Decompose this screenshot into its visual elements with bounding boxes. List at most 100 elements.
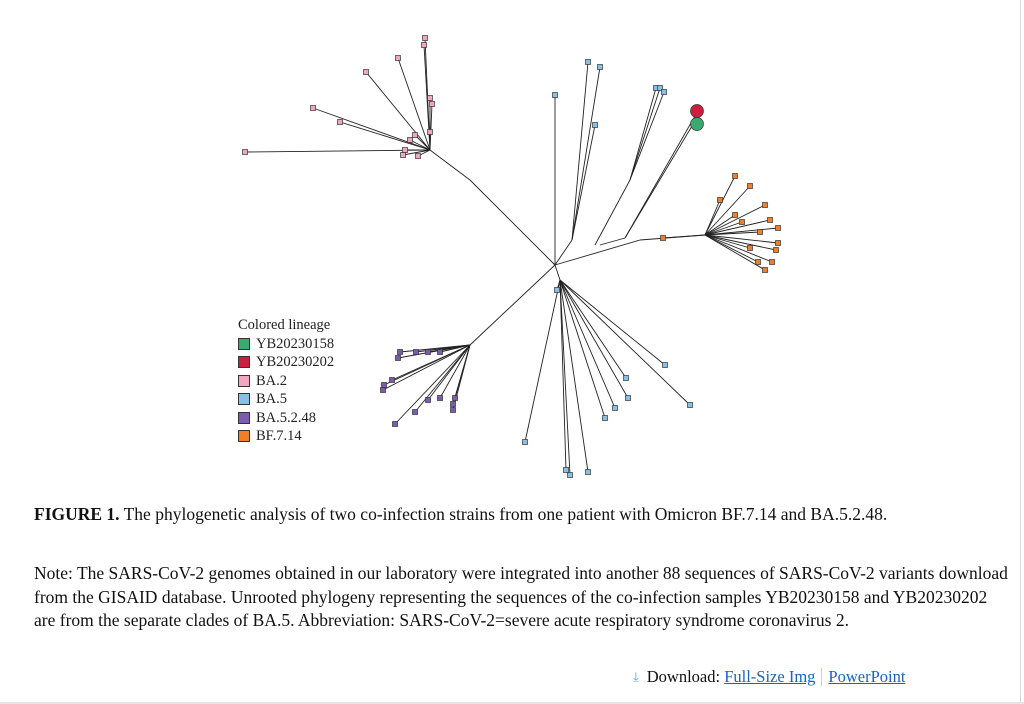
tree-tip: [732, 173, 738, 179]
tree-tip: [660, 235, 666, 241]
legend-swatch: [238, 411, 250, 424]
tree-tip: [775, 240, 781, 246]
tree-branch: [559, 279, 627, 379]
download-bar: ⤓ Download: Full-Size Img PowerPoint: [633, 667, 905, 687]
tree-tip: [450, 407, 456, 413]
legend-item: BA.2: [238, 372, 334, 391]
tree-tip: [690, 117, 704, 131]
tree-branch: [244, 149, 431, 153]
tree-branch: [704, 185, 751, 236]
tree-branch: [559, 279, 629, 399]
tree-branch: [704, 234, 779, 244]
tree-tip: [397, 349, 403, 355]
tree-tip: [429, 101, 435, 107]
tree-branch: [382, 344, 471, 391]
tree-branch: [704, 234, 759, 263]
tree-tip: [407, 137, 413, 143]
tree-tip: [395, 55, 401, 61]
legend-label: BA.5: [256, 391, 288, 407]
tree-branch: [439, 344, 471, 399]
tree-tip: [767, 217, 773, 223]
tree-tip: [425, 349, 431, 355]
tree-tip: [421, 42, 427, 48]
tree-tip: [242, 149, 248, 155]
tree-tip: [567, 472, 573, 478]
tree-branch: [704, 227, 779, 236]
legend-swatch: [238, 337, 250, 350]
tree-tip: [747, 183, 753, 189]
tree-tip: [389, 377, 395, 383]
tree-branch: [559, 279, 567, 471]
tree-branch: [704, 175, 736, 236]
legend-item: BA.5.2.48: [238, 409, 334, 428]
page-border: [1020, 0, 1021, 704]
tree-branch: [554, 239, 641, 266]
tree-tip: [757, 229, 763, 235]
tree-tip: [413, 349, 419, 355]
tree-tip: [437, 395, 443, 401]
tree-branch: [571, 124, 596, 241]
legend-swatch: [238, 374, 250, 387]
tree-tip: [412, 132, 418, 138]
tree-tip: [687, 402, 693, 408]
legend-label: YB20230158: [256, 335, 335, 352]
tree-branch: [554, 264, 561, 281]
figure-caption: FIGURE 1. The phylogenetic analysis of t…: [34, 503, 994, 526]
tree-tip: [427, 95, 433, 101]
tree-branch: [629, 87, 661, 181]
tree-tip: [657, 85, 663, 91]
tree-branch: [559, 279, 616, 409]
tree-branch: [704, 231, 761, 236]
download-label: Download:: [646, 667, 721, 686]
tree-branch: [704, 219, 771, 236]
tree-branch: [469, 264, 556, 346]
tree-branch: [704, 221, 743, 236]
tree-tip: [427, 129, 433, 135]
tree-branch: [554, 239, 573, 266]
tree-branch: [394, 344, 471, 425]
tree-branch: [704, 204, 766, 236]
tree-tip: [612, 405, 618, 411]
phylogenetic-tree: [242, 35, 781, 478]
powerpoint-link[interactable]: PowerPoint: [828, 667, 906, 686]
tree-branch: [524, 279, 561, 443]
tree-branch: [559, 279, 571, 476]
tree-tip: [563, 467, 569, 473]
legend-label: BA.2: [256, 372, 288, 389]
tree-branch: [365, 71, 431, 151]
full-size-image-link[interactable]: Full-Size Img: [724, 667, 816, 686]
tree-tip: [381, 382, 387, 388]
tree-tip: [395, 355, 401, 361]
legend-item: YB20230202: [238, 353, 334, 372]
legend-swatch: [238, 430, 250, 443]
tree-branch: [662, 234, 706, 239]
tree-branch: [427, 344, 471, 353]
tree-tip: [662, 362, 668, 368]
tree-branch: [599, 237, 626, 246]
tree-tip: [623, 375, 629, 381]
tree-branch: [594, 179, 631, 246]
tree-tip: [422, 35, 428, 41]
tree-tip: [739, 219, 745, 225]
tree-branch: [339, 121, 431, 151]
tree-tip: [661, 89, 667, 95]
tree-branch: [571, 66, 601, 241]
tree-branch: [559, 279, 666, 366]
tree-tip: [452, 395, 458, 401]
tree-tip: [762, 202, 768, 208]
tree-tip: [412, 409, 418, 415]
tree-branch: [571, 61, 589, 241]
tree-tip: [522, 439, 528, 445]
tree-branch: [559, 279, 589, 473]
tree-branch: [704, 234, 777, 251]
tree-tip: [380, 387, 386, 393]
tree-tip: [585, 59, 591, 65]
tree-tip: [597, 64, 603, 70]
tree-tip: [554, 287, 560, 293]
tree-branch: [629, 87, 657, 181]
tree-tip: [402, 147, 408, 153]
tree-branch: [704, 234, 751, 249]
tree-branch: [624, 115, 696, 239]
tree-tip: [602, 415, 608, 421]
tree-branch: [312, 107, 431, 151]
